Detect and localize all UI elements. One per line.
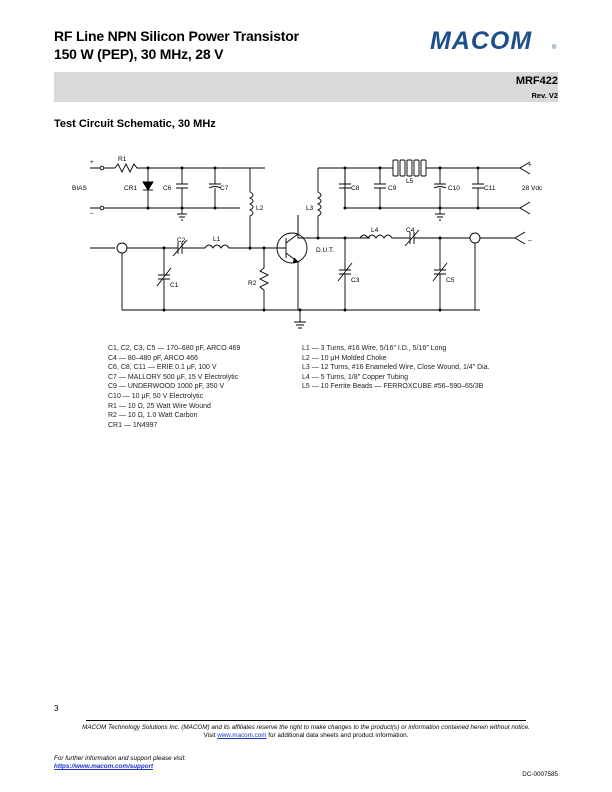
c5-capacitor: [432, 238, 448, 310]
label-l4: L4: [371, 227, 379, 234]
label-minus-in: –: [90, 210, 94, 217]
label-vdd: 28 Vdc: [522, 185, 543, 192]
legend-item: C10 — 10 μF, 50 V Electrolytic: [108, 392, 204, 400]
c6-capacitor: [176, 168, 188, 208]
support-text: For further information and support plea…: [54, 755, 186, 762]
c4-capacitor: [404, 229, 470, 247]
r2-resistor: [258, 248, 270, 310]
component-list-right: L1 — 3 Turns, #16 Wire, 5/16″ I.D., 5/16…: [302, 344, 490, 392]
cr1-diode: [142, 181, 154, 191]
label-l1: L1: [213, 236, 221, 243]
label-r1: R1: [118, 156, 127, 163]
label-c5: C5: [446, 277, 455, 284]
footer-divider: [86, 720, 526, 721]
part-number: MRF422: [515, 75, 558, 87]
l5-ferrite-beads: [392, 159, 427, 177]
c2-capacitor: [172, 239, 205, 257]
label-r2: R2: [248, 280, 257, 287]
bias-terminals: [90, 165, 115, 211]
label-c3: C3: [351, 277, 360, 284]
c7-capacitor: [208, 168, 222, 208]
visit-prefix: Visit: [203, 732, 218, 739]
junction-dots: [146, 166, 480, 312]
label-plus-in: +: [90, 159, 94, 166]
c11-capacitor: [472, 168, 484, 208]
label-l2: L2: [256, 205, 264, 212]
legend-item: C9 — UNDERWOOD 1000 pF, 350 V: [108, 383, 225, 391]
legend-item: C7 — MALLORY 500 μF, 15 V Electrolytic: [108, 373, 239, 381]
legend-item: CR1 — 1N4997: [108, 421, 158, 429]
support-link[interactable]: https://www.macom.com/support: [54, 763, 154, 770]
legend-item: L2 — 10 μH Molded Choke: [302, 354, 387, 362]
logo-text: MACOM: [430, 27, 532, 53]
c10-capacitor: [433, 168, 447, 208]
logo-registered-mark: ®: [552, 44, 557, 51]
component-list-left: C1, C2, C3, C5 — 170–680 pF, ARCO 469 C4…: [108, 344, 240, 430]
legend-item: R1 — 10 Ω, 25 Watt Wire Wound: [108, 402, 211, 410]
legend-item: C4 — 80–480 pF, ARCO 466: [108, 354, 198, 362]
label-c9: C9: [388, 185, 397, 192]
visit-suffix: for additional data sheets and product i…: [266, 732, 409, 739]
l4-inductor: [359, 234, 405, 239]
l2-inductor: [248, 168, 254, 250]
l1-inductor: [204, 244, 272, 249]
label-dut: D.U.T.: [316, 247, 334, 254]
legend-item: C1, C2, C3, C5 — 170–680 pF, ARCO 469: [108, 345, 241, 352]
dut-transistor: [272, 215, 308, 310]
label-c1: C1: [170, 282, 179, 289]
legend-item: L1 — 3 Turns, #16 Wire, 5/16″ I.D., 5/16…: [302, 345, 447, 352]
legend-item: C6, C8, C11 — ERIE 0.1 μF, 100 V: [108, 364, 217, 372]
label-minus-out: –: [528, 237, 532, 244]
output-connector: [469, 231, 526, 310]
label-c2: C2: [177, 237, 186, 244]
legend-item: L5 — 10 Ferrite Beads — FERROXCUBE #56–5…: [302, 383, 484, 391]
disclaimer: MACOM Technology Solutions Inc. (MACOM) …: [82, 724, 530, 731]
header-band: [54, 72, 558, 102]
legend-item: L3 — 12 Turns, #16 Enameled Wire, Close …: [302, 364, 490, 372]
support-block: For further information and support plea…: [54, 755, 186, 771]
section-title: Test Circuit Schematic, 30 MHz: [54, 118, 216, 130]
input-connector: [90, 242, 172, 310]
label-c6: C6: [163, 185, 172, 192]
document-number: DC-0007585: [522, 771, 558, 778]
label-l5: L5: [406, 178, 414, 185]
label-c8: C8: [351, 185, 360, 192]
legend-item: R2 — 10 Ω, 1.0 Watt Carbon: [108, 412, 198, 420]
document-title: RF Line NPN Silicon Power Transistor: [54, 28, 299, 44]
c3-capacitor: [337, 238, 353, 310]
label-l3: L3: [306, 205, 314, 212]
r1-resistor: [114, 162, 148, 174]
label-plus-out: +: [528, 162, 532, 169]
label-c7: C7: [220, 185, 229, 192]
l3-inductor: [316, 168, 322, 238]
document-subtitle: 150 W (PEP), 30 MHz, 28 V: [54, 46, 224, 62]
label-bias: BIAS: [72, 185, 87, 192]
revision: Rev. V2: [531, 91, 558, 100]
label-c4: C4: [406, 227, 415, 234]
c1-capacitor: [156, 248, 172, 310]
visit-line: Visit www.macom.com for additional data …: [54, 732, 558, 739]
label-cr1: CR1: [124, 185, 137, 192]
label-c11: C11: [484, 185, 496, 192]
c9-capacitor: [374, 168, 386, 208]
macom-website-link[interactable]: www.macom.com: [217, 732, 267, 739]
macom-logo: MACOM ®: [430, 27, 557, 53]
label-c10: C10: [448, 185, 460, 192]
c8-capacitor: [339, 168, 351, 208]
legend-item: L4 — 5 Turns, 1/8″ Copper Tubing: [302, 373, 408, 381]
test-circuit-schematic: R1 + – BIAS CR1 C6 C7 L2 C2 L1 C1 R2 D.U…: [72, 156, 543, 329]
page-number: 3: [54, 704, 59, 713]
